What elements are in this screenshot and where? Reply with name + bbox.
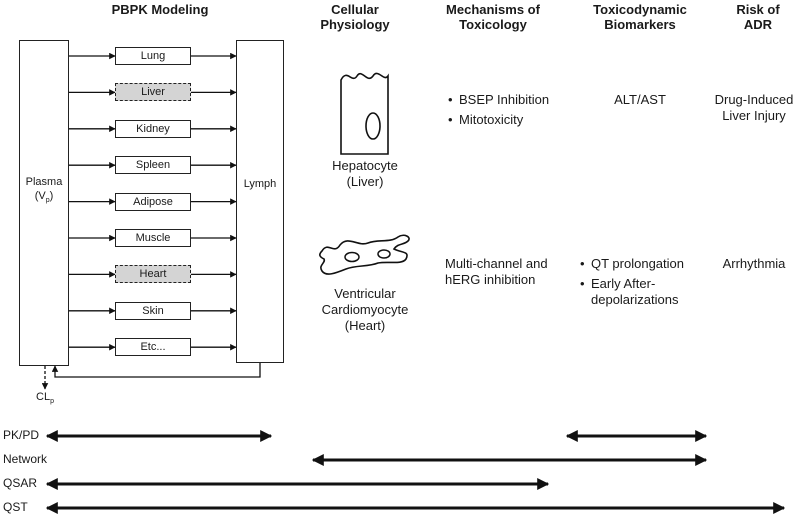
header-pbpk-modeling: PBPK Modeling	[111, 2, 209, 17]
approach-label-network: Network	[3, 452, 48, 466]
organ-box-skin: Skin	[115, 301, 191, 320]
plasma-volume-label: (Vp)	[34, 190, 54, 205]
organ-box-etc: Etc...	[115, 338, 191, 357]
organ-box-liver: Liver	[115, 83, 191, 102]
approach-label-qst: QST	[3, 500, 28, 514]
mechanism-bsep-inhibition: BSEP Inhibition	[448, 92, 578, 108]
organ-box-adipose: Adipose	[115, 192, 191, 211]
risk-arrhythmia: Arrhythmia	[722, 256, 786, 271]
clearance-label: CLp	[36, 391, 54, 406]
biomarker-early-afterdepolarizations: Early After- depolarizations	[580, 276, 710, 308]
plasma-compartment: Plasma (Vp)	[19, 40, 69, 366]
organ-box-muscle: Muscle	[115, 229, 191, 247]
cardiomyocyte-label: Ventricular Cardiomyocyte (Heart)	[321, 286, 409, 333]
biomarker-alt-ast: ALT/AST	[614, 92, 666, 107]
cardiomyocyte-icon	[319, 234, 410, 275]
risk-liver-injury: Drug-Induced Liver Injury	[714, 92, 794, 123]
cardiomyocyte-biomarkers-list: QT prolongation Early After- depolarizat…	[580, 256, 710, 312]
lymph-label: Lymph	[243, 178, 277, 190]
approach-label-qsar: QSAR	[3, 476, 38, 490]
hepatocyte-mechanisms-list: BSEP Inhibition Mitotoxicity	[448, 92, 578, 132]
hepatocyte-icon	[340, 72, 389, 155]
header-cellular-physiology: Cellular Physiology	[320, 2, 390, 32]
mechanism-mitotoxicity: Mitotoxicity	[448, 112, 578, 128]
organ-flow-arrows	[69, 52, 237, 351]
header-risk-of-adr: Risk of ADR	[736, 2, 780, 32]
organ-box-kidney: Kidney	[115, 119, 191, 138]
plasma-label: Plasma	[25, 176, 63, 188]
lymph-compartment: Lymph	[236, 40, 284, 363]
header-toxicodynamic-biomarkers: Toxicodynamic Biomarkers	[593, 2, 687, 32]
organ-box-lung: Lung	[115, 47, 191, 65]
header-mechanisms-of-toxicology: Mechanisms of Toxicology	[446, 2, 540, 32]
approach-label-pkpd: PK/PD	[3, 428, 40, 442]
biomarker-qt-prolongation: QT prolongation	[580, 256, 710, 272]
organ-box-spleen: Spleen	[115, 156, 191, 175]
organ-box-heart: Heart	[115, 265, 191, 284]
cardiomyocyte-mechanisms: Multi-channel and hERG inhibition	[445, 256, 548, 287]
lymph-return-line	[51, 362, 261, 378]
hepatocyte-label: Hepatocyte (Liver)	[332, 158, 398, 189]
